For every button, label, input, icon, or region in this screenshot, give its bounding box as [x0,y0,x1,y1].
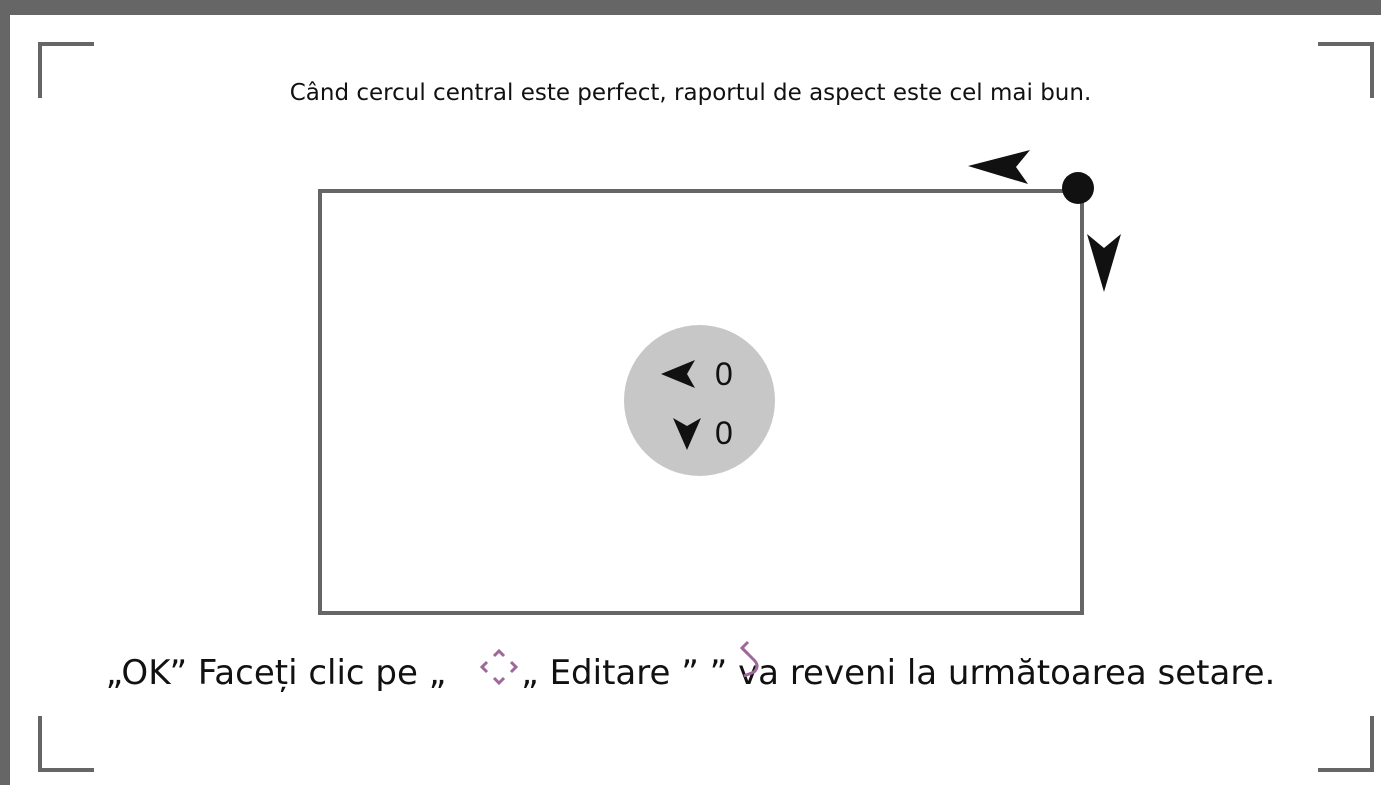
center-circle [624,325,775,476]
footer-text-part1: „OK” Faceți clic pe „ [105,653,458,693]
test-pattern-rectangle [318,189,1084,615]
resize-down-arrow-icon[interactable] [1087,234,1121,294]
footer-text-part3: va reveni la următoarea setare. [738,653,1276,693]
resize-left-arrow-icon[interactable] [968,150,1032,186]
corner-drag-handle[interactable] [1062,172,1094,204]
arrow-down-icon [673,418,701,450]
corner-mark-top-left [38,42,94,98]
corner-mark-bottom-right [1318,716,1374,772]
top-border [0,0,1381,15]
move-arrows-icon [479,648,519,698]
arrow-left-icon [661,360,695,388]
instruction-text: Când cercul central este perfect, raport… [289,80,1092,106]
footer-instruction: „OK” Faceți clic pe „ „ Editare ” ” va r… [0,640,1381,698]
vertical-offset-value: 0 [715,415,733,451]
corner-mark-top-right [1318,42,1374,98]
left-border [0,0,10,785]
corner-mark-bottom-left [38,716,94,772]
footer-text-part2: „ Editare ” ” [521,653,739,693]
horizontal-offset-value: 0 [715,356,733,392]
